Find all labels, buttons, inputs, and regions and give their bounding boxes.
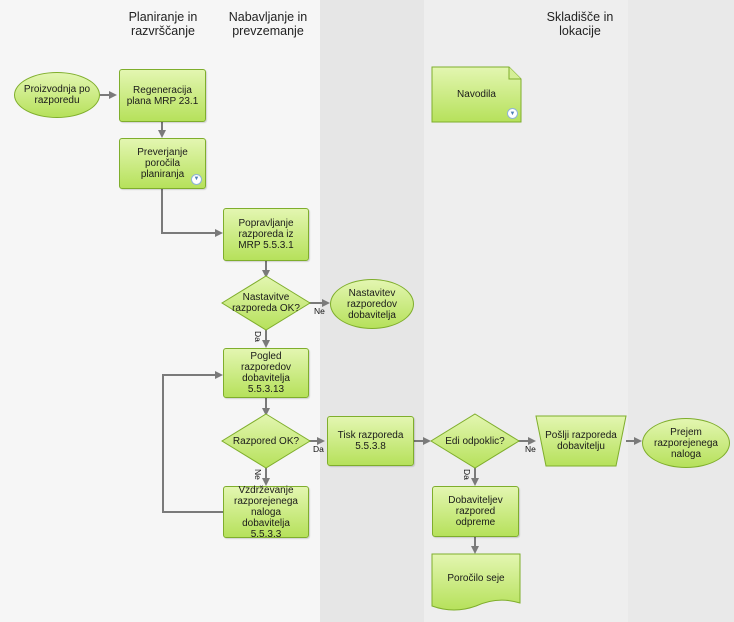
- decision-edi-label-box[interactable]: Edi odpoklic?: [437, 430, 513, 452]
- chevron-down-icon[interactable]: ▼: [191, 174, 202, 185]
- send-schedule-label: Pošlji razporeda dobavitelju: [545, 430, 617, 452]
- lane-warehouse-right: [628, 0, 734, 622]
- chevron-down-icon[interactable]: ▼: [507, 108, 518, 119]
- event-receive-order-label: Prejem razporejenega naloga: [654, 426, 718, 460]
- decision-schedule-diamond: [221, 413, 311, 469]
- edge-label-edi-no: Ne: [525, 444, 536, 454]
- send-schedule-trapezoid: [535, 415, 627, 467]
- instructions-label: Navodila: [457, 88, 496, 100]
- session-report-document-shape: [431, 553, 521, 611]
- event-supplier-settings-label: Nastavitev razporedov dobavitelja: [346, 287, 398, 321]
- lane-header-planning: Planiranje in razvrščanje: [128, 10, 198, 38]
- instructions-document-shape: [431, 66, 522, 123]
- task-maintain-scheduled-order-label: Vzdrževanje razporejenega naloga dobavit…: [234, 484, 298, 540]
- edge-label-schedule-no: Ne: [253, 469, 263, 480]
- decision-schedule-label: Razpored OK?: [232, 435, 300, 447]
- decision-settings-label-box[interactable]: Nastavitve razporeda OK?: [228, 290, 304, 316]
- task-fix-schedule-label: Popravljanje razporeda iz MRP 5.5.3.1: [238, 218, 294, 251]
- edge-maintain-loop-back: [162, 371, 223, 513]
- event-supplier-settings[interactable]: Nastavitev razporedov dobavitelja: [330, 279, 414, 329]
- task-view-supplier-schedules[interactable]: Pogled razporedov dobavitelja 5.5.3.13: [223, 348, 309, 398]
- decision-edi-diamond: [430, 413, 520, 469]
- task-fix-schedule[interactable]: Popravljanje razporeda iz MRP 5.5.3.1: [223, 208, 309, 261]
- lane-header-warehouse: Skladišče in lokacije: [546, 10, 614, 38]
- task-print-schedule-label: Tisk razporeda 5.5.3.8: [337, 430, 404, 452]
- lane-header-purchasing: Nabavljanje in prevzemanje: [228, 10, 308, 38]
- task-supplier-release-label: Dobaviteljev razpored odpreme: [448, 495, 503, 528]
- edge-label-settings-yes: Da: [253, 331, 263, 342]
- edge-label-settings-no: Ne: [314, 306, 325, 316]
- task-maintain-scheduled-order[interactable]: Vzdrževanje razporejenega naloga dobavit…: [223, 484, 309, 540]
- send-schedule-label-box[interactable]: Pošlji razporeda dobavitelju: [540, 424, 622, 458]
- session-report-label: Poročilo seje: [447, 572, 505, 584]
- task-print-schedule[interactable]: Tisk razporeda 5.5.3.8: [327, 416, 414, 466]
- task-view-supplier-schedules-label: Pogled razporedov dobavitelja 5.5.3.13: [240, 351, 292, 395]
- event-receive-order[interactable]: Prejem razporejenega naloga: [642, 418, 730, 468]
- edge-check-to-fix: [161, 189, 223, 237]
- start-event[interactable]: Proizvodnja po razporedu: [14, 72, 100, 118]
- start-event-label: Proizvodnja po razporedu: [23, 84, 91, 106]
- edge-label-schedule-yes: Da: [313, 444, 324, 454]
- task-supplier-release[interactable]: Dobaviteljev razpored odpreme: [432, 486, 519, 537]
- instructions-label-box[interactable]: Navodila: [432, 80, 521, 108]
- task-check-planning-report[interactable]: Preverjanje poročila planiranja ▼: [119, 138, 206, 189]
- task-check-planning-report-label: Preverjanje poročila planiranja: [137, 147, 188, 180]
- edge-label-edi-yes: Da: [462, 469, 472, 480]
- decision-settings-diamond: [221, 275, 311, 331]
- task-mrp-regeneration[interactable]: Regeneracija plana MRP 23.1: [119, 69, 206, 122]
- session-report-label-box[interactable]: Poročilo seje: [432, 560, 520, 596]
- decision-schedule-label-box[interactable]: Razpored OK?: [228, 430, 304, 452]
- decision-edi-label: Edi odpoklic?: [445, 435, 505, 447]
- decision-settings-label: Nastavitve razporeda OK?: [232, 292, 300, 314]
- task-mrp-regeneration-label: Regeneracija plana MRP 23.1: [126, 84, 199, 107]
